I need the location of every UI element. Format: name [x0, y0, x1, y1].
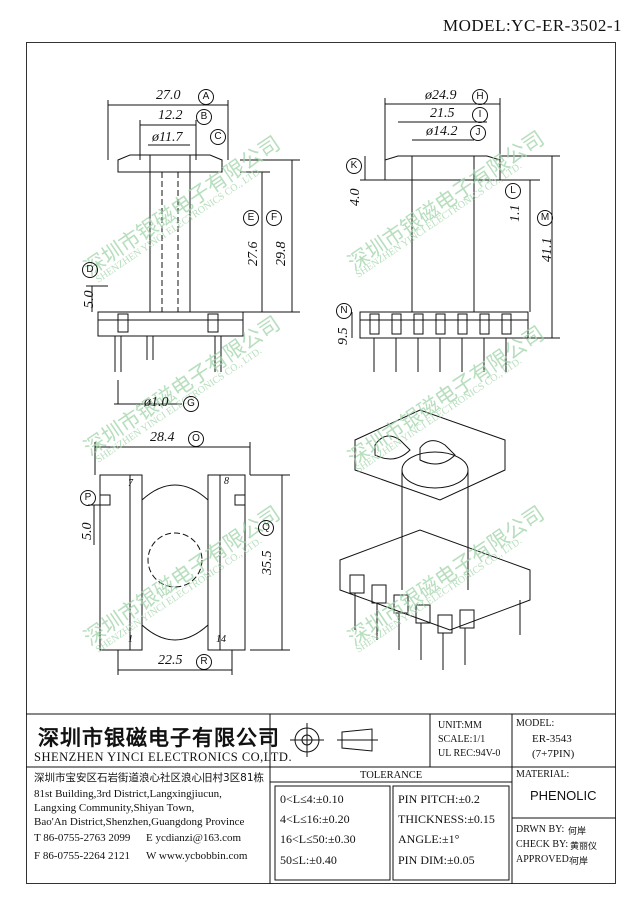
dim-C: ø11.7: [152, 130, 183, 145]
address-cn: 深圳市宝安区石岩街道浪心社区浪心旧村3区81栋: [34, 772, 265, 784]
email: E ycdianzi@163.com: [146, 832, 242, 844]
company-name-en: SHENZHEN YINCI ELECTRONICS CO,LTD.: [34, 750, 293, 764]
address-en-2: Langxing Community,Shiyan Town,: [34, 802, 195, 814]
unit: UNIT:MM: [438, 720, 482, 731]
check-by-label: CHECK BY:: [516, 839, 569, 850]
label-N: N: [336, 303, 352, 319]
approved-label: APPROVED:: [516, 854, 572, 865]
model-number: MODEL:YC-ER-3502-1: [443, 16, 622, 35]
label-L: L: [505, 183, 521, 199]
dim-H: ø24.9: [425, 88, 457, 103]
pin-8: 8: [224, 476, 229, 487]
label-E: E: [243, 210, 259, 226]
side-view: [351, 98, 560, 372]
tolerance-right-4: PIN DIM:±0.05: [398, 853, 475, 867]
label-D: D: [82, 262, 98, 278]
dim-P: 5.0: [80, 522, 95, 541]
bottom-view: [88, 442, 290, 675]
dim-Q: 35.5: [260, 550, 275, 576]
dim-J: ø14.2: [426, 124, 458, 139]
dim-N: 9.5: [336, 327, 351, 346]
label-O: O: [188, 431, 204, 447]
dim-I: 21.5: [430, 106, 455, 121]
isometric-view: [339, 409, 531, 670]
check-by-name: 黄丽仪: [570, 842, 598, 852]
drawn-by-name: 何岸: [568, 827, 587, 837]
label-R: R: [196, 654, 212, 670]
fax: F 86-0755-2264 2121: [34, 850, 130, 862]
model-box-pins: (7+7PIN): [532, 748, 575, 760]
drawn-by-label: DRWN BY:: [516, 824, 565, 835]
dim-R: 22.5: [158, 653, 183, 668]
tolerance-left-1: 0<L≤4:±0.10: [280, 792, 344, 806]
website: W www.ycbobbin.com: [146, 850, 248, 862]
dim-L: 1.1: [508, 204, 523, 223]
tolerance-left-4: 50≤L:±0.40: [280, 853, 337, 867]
label-H: H: [472, 89, 488, 105]
company-name-cn: 深圳市银磁电子有限公司: [38, 726, 280, 750]
label-J: J: [470, 125, 486, 141]
dim-M: 41.1: [540, 237, 555, 263]
pin-7: 7: [128, 478, 133, 489]
dim-A: 27.0: [156, 88, 181, 103]
dim-B: 12.2: [158, 108, 183, 123]
model-box-value: ER-3543: [532, 733, 572, 745]
dim-E: 27.6: [246, 241, 261, 267]
address-en-1: 81st Building,3rd District,Langxingjiucu…: [34, 788, 222, 800]
tolerance-right-1: PIN PITCH:±0.2: [398, 792, 480, 806]
tolerance-left-2: 4<L≤16:±0.20: [280, 812, 350, 826]
pin-1: 1: [128, 634, 133, 645]
material-label: MATERIAL:: [516, 769, 570, 780]
drawing-frame: [26, 42, 616, 884]
label-G: G: [183, 396, 199, 412]
tolerance-right-3: ANGLE:±1°: [398, 832, 460, 846]
dim-D: 5.0: [82, 290, 97, 309]
tel: T 86-0755-2763 2099: [34, 832, 131, 844]
scale: SCALE:1/1: [438, 734, 486, 745]
front-view: [86, 100, 300, 405]
label-B: B: [196, 109, 212, 125]
tolerance-left-3: 16<L≤50:±0.30: [280, 832, 356, 846]
ul-rec: UL REC:94V-0: [438, 748, 501, 759]
tolerance-right-2: THICKNESS:±0.15: [398, 812, 495, 826]
dim-F: 29.8: [274, 241, 289, 267]
approved-name: 何岸: [570, 857, 589, 867]
pin-14: 14: [216, 634, 226, 645]
dim-K: 4.0: [348, 188, 363, 207]
label-K: K: [346, 158, 362, 174]
dim-O: 28.4: [150, 430, 175, 445]
label-F: F: [266, 210, 282, 226]
address-en-3: Bao'An District,Shenzhen,Guangdong Provi…: [34, 816, 245, 828]
dim-G: ø1.0: [144, 395, 169, 410]
label-M: M: [537, 210, 553, 226]
material-value: PHENOLIC: [530, 788, 597, 803]
label-I: I: [472, 107, 488, 123]
model-box-label: MODEL:: [516, 718, 555, 729]
label-P: P: [80, 490, 96, 506]
label-Q: Q: [258, 520, 274, 536]
label-A: A: [198, 89, 214, 105]
label-C: C: [210, 129, 226, 145]
title-block-lines: [26, 713, 616, 884]
tolerance-title: TOLERANCE: [360, 770, 423, 781]
